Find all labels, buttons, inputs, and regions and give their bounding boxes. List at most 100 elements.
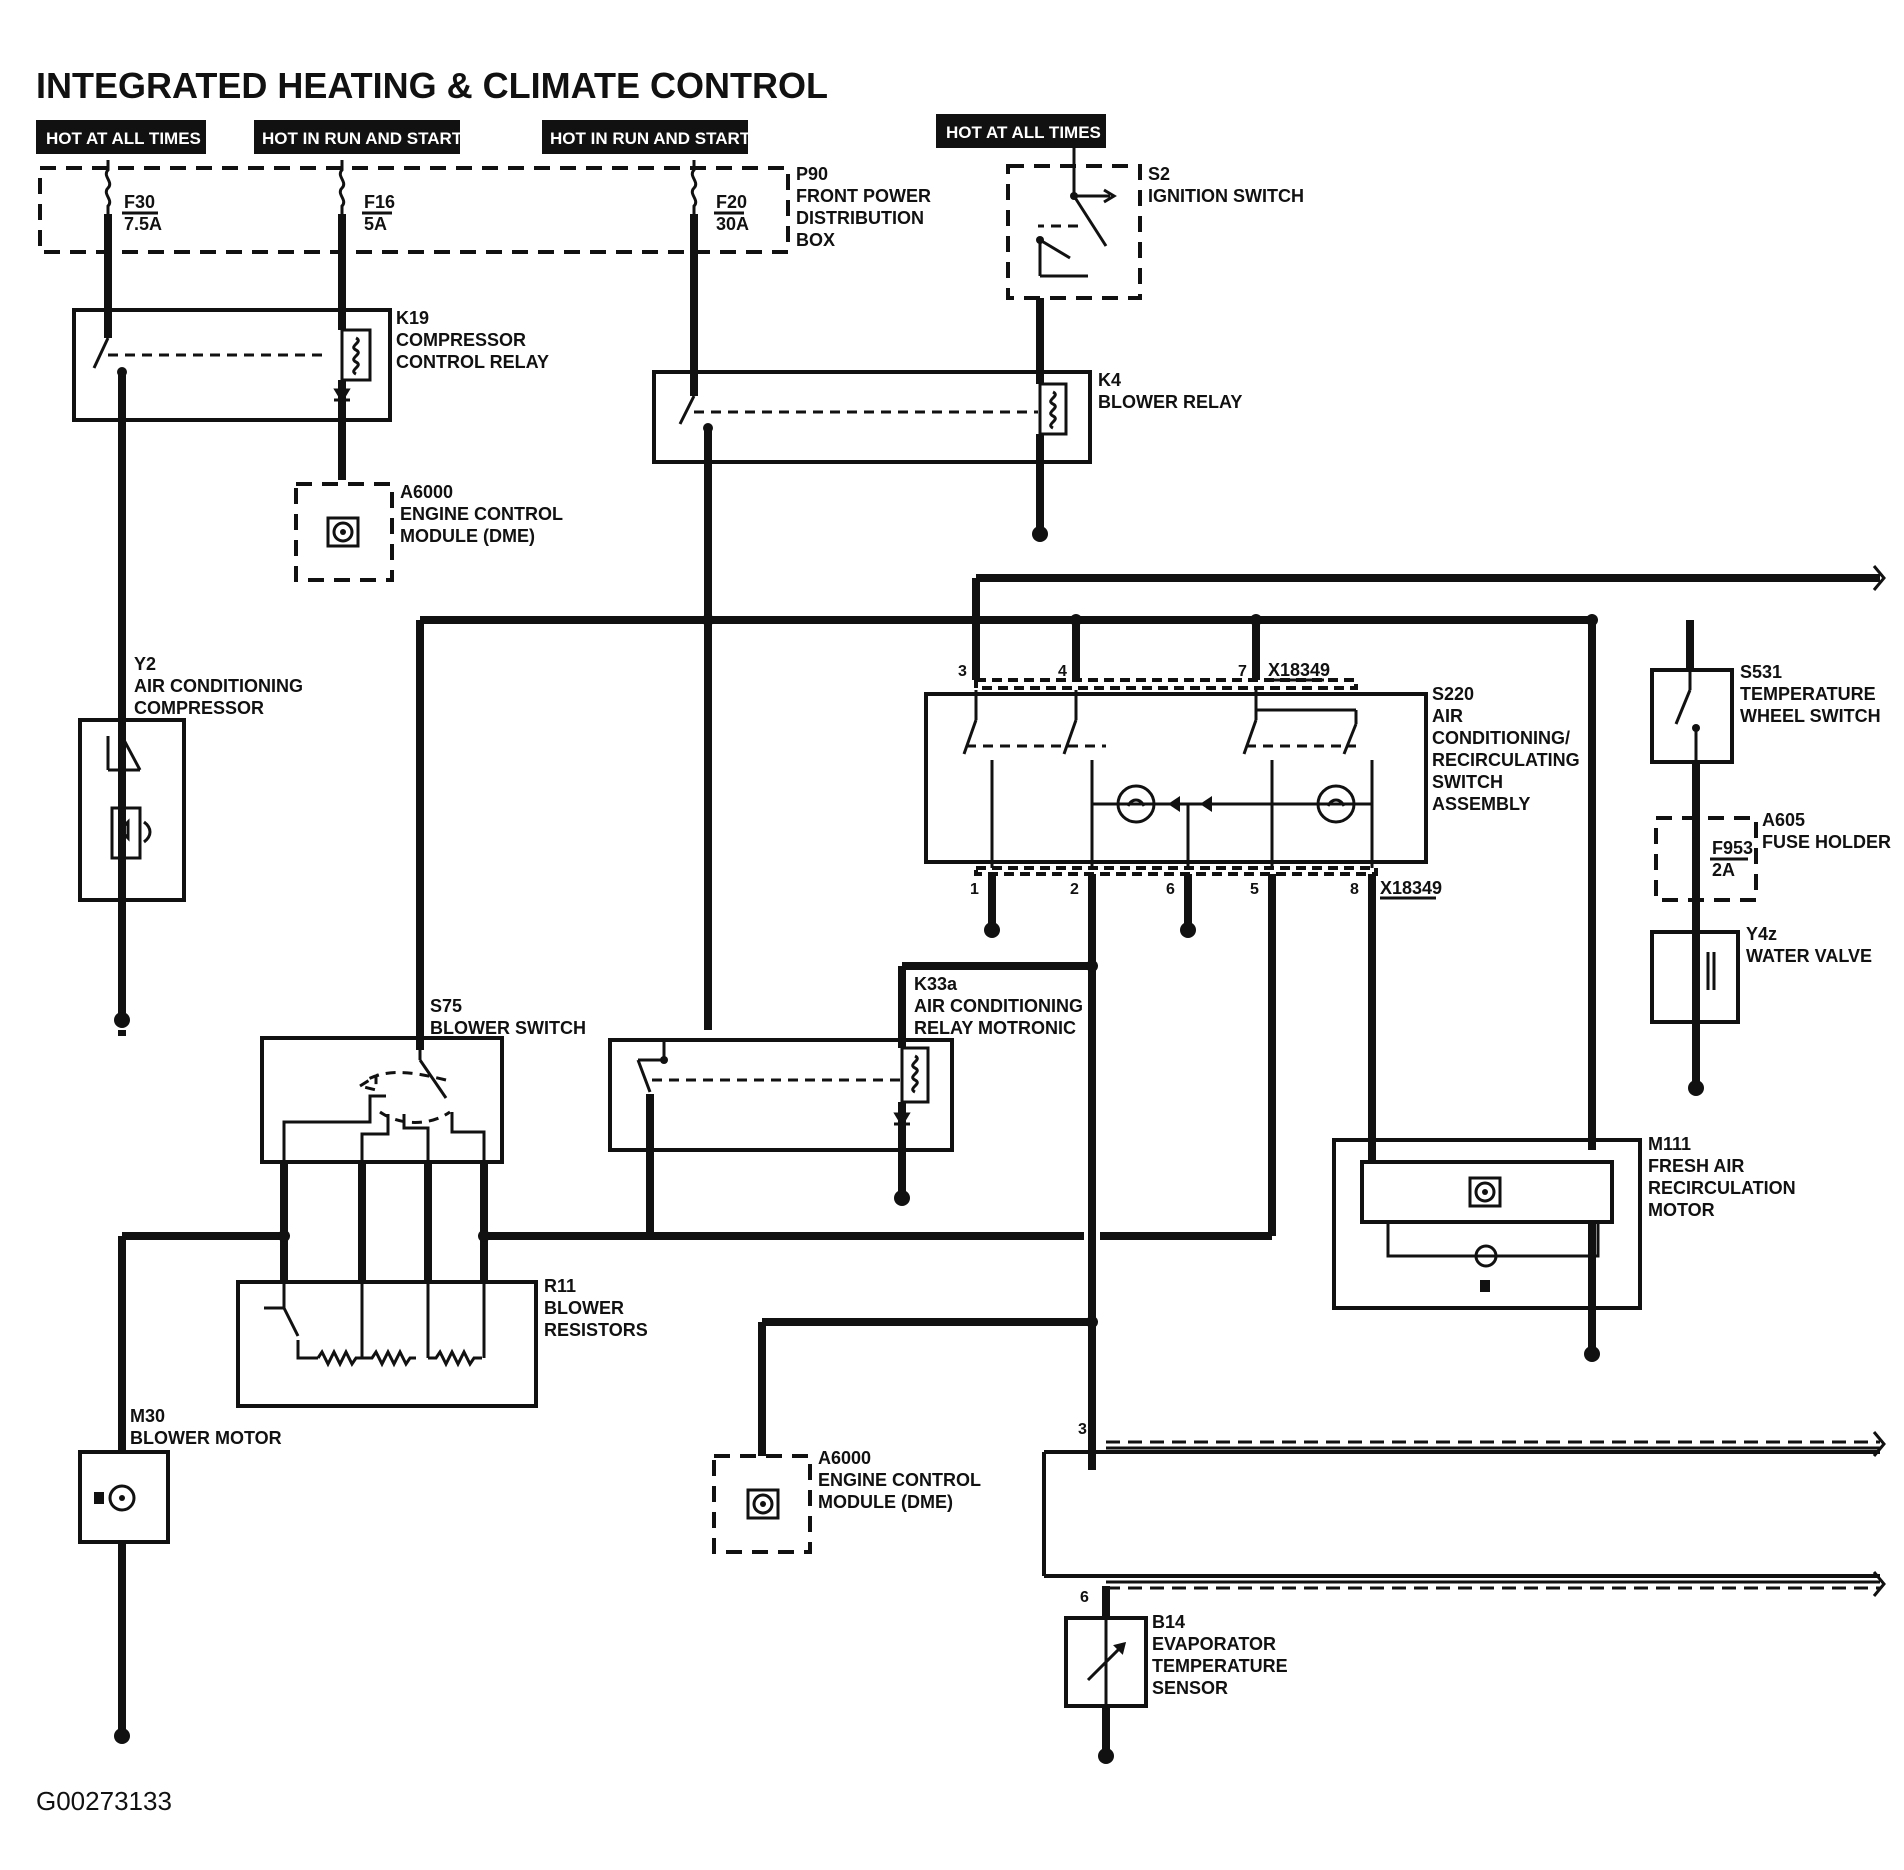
power-badge-ignition: HOT AT ALL TIMES [936,114,1106,148]
resistor-network [264,1284,486,1368]
k19-relay-internals [92,214,372,1020]
s220-bottom-wiring [984,874,1376,1470]
power-badge-f30: HOT AT ALL TIMES [36,120,206,154]
pin-number: 8 [1350,881,1359,898]
ecm-icon [326,516,360,548]
m111-fresh-air-recirc-motor [1332,1138,1642,1310]
component-ref: S75 [430,996,462,1016]
pin-number: 4 [1058,663,1067,680]
r11-blower-resistors [236,1280,538,1408]
a6000-top-label: A6000 ENGINE CONTROL MODULE (DME) [400,482,563,546]
component-desc: MOTOR [1648,1200,1715,1220]
component-desc: AIR CONDITIONING [914,996,1083,1016]
component-desc: CONTROL RELAY [396,352,549,372]
y2-ac-compressor [78,718,186,902]
k19-compressor-relay [72,308,392,422]
ground-symbol [114,1012,130,1036]
ecm-icon [746,1488,780,1520]
figure-code: G00273133 [36,1786,172,1816]
pin-number: 5 [1250,881,1259,898]
b14-label: B14 EVAPORATOR TEMPERATURE SENSOR [1152,1612,1288,1698]
x18349-top-connector [974,678,1358,690]
fuse-id: F20 [716,192,747,212]
component-desc: ENGINE CONTROL [400,504,563,524]
component-desc: FRONT POWER [796,186,931,206]
a6000-engine-control-module-bottom [712,1454,812,1554]
fuse-f30: F30 7.5A [104,160,162,234]
s220-bottom-pins: 1 2 6 5 8 X18349 [970,878,1442,900]
component-desc: RESISTORS [544,1320,648,1340]
fuse-f16: F16 5A [338,160,395,234]
s531-label: S531 TEMPERATURE WHEEL SWITCH [1740,662,1881,726]
s220-switch-assembly [924,692,1428,864]
component-desc: DISTRIBUTION [796,208,924,228]
fuse-id: F16 [364,192,395,212]
pin-number: 6 [1080,1589,1089,1606]
y2-label: Y2 AIR CONDITIONING COMPRESSOR [134,654,303,718]
connector-id: X18349 [1380,878,1442,898]
component-desc: AIR [1432,706,1463,726]
component-ref: M111 [1648,1134,1691,1154]
component-ref: A605 [1762,810,1805,830]
component-desc: RECIRCULATING [1432,750,1580,770]
component-desc: FUSE HOLDER [1762,832,1891,852]
component-ref: R11 [544,1276,576,1296]
pin-number: 6 [1166,881,1175,898]
s2-label: S2 IGNITION SWITCH [1148,164,1304,206]
component-desc: MODULE (DME) [818,1492,953,1512]
component-desc: TEMPERATURE [1740,684,1876,704]
a6000-bottom-label: A6000 ENGINE CONTROL MODULE (DME) [818,1448,981,1512]
a6000-engine-control-module-top [294,482,394,582]
component-desc: ENGINE CONTROL [818,1470,981,1490]
fuse-f953: F953 2A [1692,828,1753,880]
s220-top-pins: 3 4 7 X18349 [958,660,1330,682]
component-desc: SWITCH [1432,772,1503,792]
ground-symbol [1688,1080,1704,1096]
component-desc: COMPRESSOR [134,698,264,718]
component-ref: S2 [1148,164,1170,184]
fuse-rating: 2A [1712,860,1735,880]
component-desc: COMPRESSOR [396,330,526,350]
ground-symbol [894,1190,910,1206]
component-ref: K19 [396,308,429,328]
power-badge-label: HOT IN RUN AND START [550,129,751,148]
blower-switch-contacts [282,1050,486,1162]
diagram-title: INTEGRATED HEATING & CLIMATE CONTROL [36,65,828,106]
component-ref: P90 [796,164,828,184]
k19-label: K19 COMPRESSOR CONTROL RELAY [396,308,549,372]
data-bus-wiring: 3 6 [1042,1421,1886,1618]
s531-temperature-wheel-switch [1650,668,1734,764]
pin-number: 1 [970,881,979,898]
fuse-f20: F20 30A [690,160,749,234]
power-badge-label: HOT AT ALL TIMES [46,129,201,148]
fuse-id: F30 [124,192,155,212]
component-ref: A6000 [400,482,453,502]
s220-internals [962,690,1374,868]
component-desc: EVAPORATOR [1152,1634,1276,1654]
thermistor-symbol [1086,1620,1127,1752]
component-desc: MODULE (DME) [400,526,535,546]
m30-label: M30 BLOWER MOTOR [130,1406,282,1448]
connector-id: X18349 [1268,660,1330,680]
m111-label: M111 FRESH AIR RECIRCULATION MOTOR [1648,1134,1796,1220]
k33a-relay-internals [636,960,1098,1236]
ground-symbol [1032,526,1048,542]
k4-relay-internals [678,214,1068,1030]
r11-label: R11 BLOWER RESISTORS [544,1276,648,1340]
s75-label: S75 BLOWER SWITCH [430,996,586,1038]
power-badge-f16: HOT IN RUN AND START [254,120,463,154]
a605-fuse-holder [1654,816,1758,902]
main-bus-wiring [416,565,1886,1150]
y4z-water-valve [1650,930,1740,1024]
component-desc: BOX [796,230,835,250]
component-ref: A6000 [818,1448,871,1468]
component-desc: RELAY MOTRONIC [914,1018,1076,1038]
component-ref: K33a [914,974,958,994]
fuse-rating: 30A [716,214,749,234]
x18349-bottom-connector [974,866,1378,876]
component-desc: RECIRCULATION [1648,1178,1796,1198]
s75-blower-switch [260,1036,504,1164]
component-desc: ASSEMBLY [1432,794,1530,814]
